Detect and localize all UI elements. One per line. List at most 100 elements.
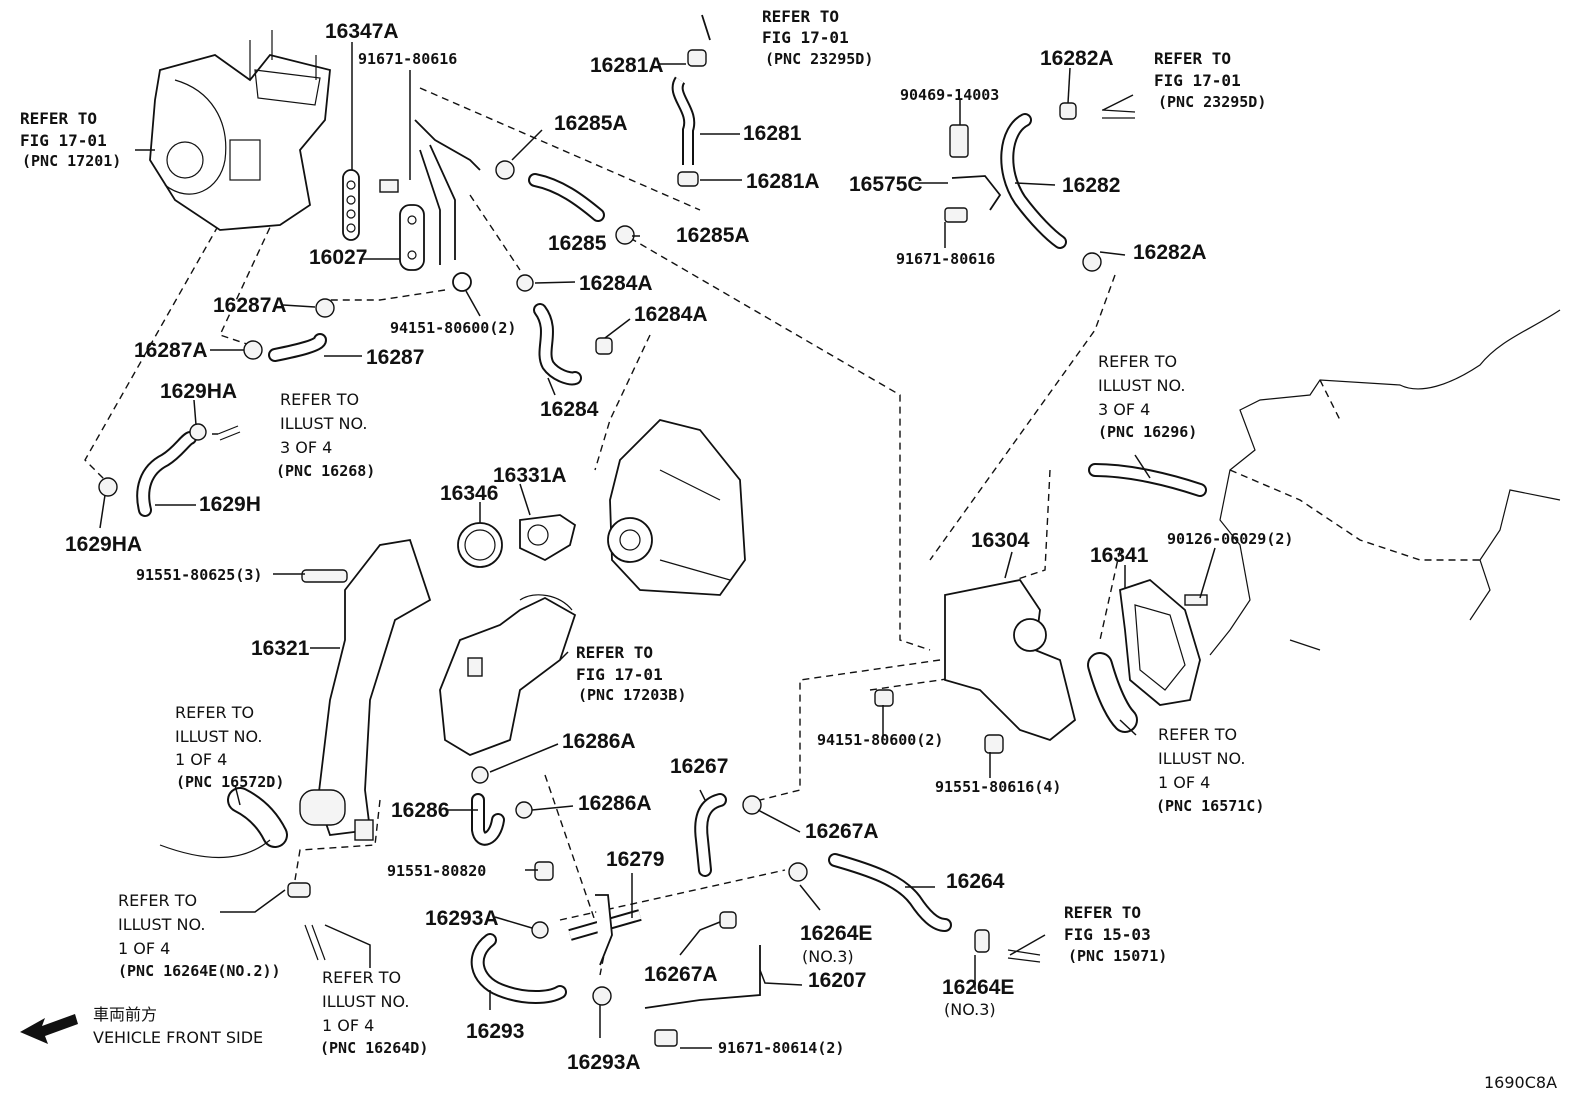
ref-illust-16296: REFER TO ILLUST NO. 3 OF 4 (PNC 16296) bbox=[1098, 352, 1197, 441]
label-16207: 16207 bbox=[808, 969, 866, 992]
label-16279: 16279 bbox=[606, 848, 664, 871]
svg-text:FIG 17-01: FIG 17-01 bbox=[576, 665, 663, 684]
svg-text:(PNC 23295D): (PNC 23295D) bbox=[765, 50, 873, 68]
label-1629H: 1629H bbox=[199, 493, 261, 516]
ref-fig-15071: REFER TO FIG 15-03 (PNC 15071) bbox=[1064, 903, 1167, 965]
label-16264: 16264 bbox=[946, 870, 1005, 893]
label-16286A-b: 16286A bbox=[578, 792, 652, 815]
part-labels: 16347A 91671-80616 16281A 16285A 16281 1… bbox=[65, 20, 1293, 1074]
label-16286A-a: 16286A bbox=[562, 730, 636, 753]
label-16331A: 16331A bbox=[493, 464, 567, 487]
svg-text:3 OF 4: 3 OF 4 bbox=[280, 438, 332, 457]
svg-text:1 OF 4: 1 OF 4 bbox=[118, 939, 170, 958]
vehicle-front-label-en: VEHICLE FRONT SIDE bbox=[93, 1028, 263, 1047]
svg-text:REFER TO: REFER TO bbox=[175, 703, 254, 722]
svg-text:(PNC 16572D): (PNC 16572D) bbox=[176, 773, 284, 791]
diagram-id: 1690C8A bbox=[1484, 1073, 1557, 1092]
label-16304: 16304 bbox=[971, 529, 1030, 552]
label-16282A-top: 16282A bbox=[1040, 47, 1114, 70]
gasket-16347A-drawing bbox=[342, 169, 360, 241]
svg-text:(PNC 23295D): (PNC 23295D) bbox=[1158, 93, 1266, 111]
svg-text:(PNC 16296): (PNC 16296) bbox=[1098, 423, 1197, 441]
vehicle-front-arrow-icon bbox=[20, 1014, 78, 1044]
svg-text:1 OF 4: 1 OF 4 bbox=[322, 1016, 374, 1035]
svg-text:REFER TO: REFER TO bbox=[1064, 903, 1141, 922]
label-16282A-bot: 16282A bbox=[1133, 241, 1207, 264]
label-1629HA-b: 1629HA bbox=[65, 533, 142, 556]
svg-text:FIG 17-01: FIG 17-01 bbox=[20, 131, 107, 150]
label-16347A: 16347A bbox=[325, 20, 399, 43]
ref-illust-16571C: REFER TO ILLUST NO. 1 OF 4 (PNC 16571C) bbox=[1156, 725, 1264, 815]
ref-illust-16268: REFER TO ILLUST NO. 3 OF 4 (PNC 16268) bbox=[276, 390, 375, 480]
label-16281A-mid: 16281A bbox=[746, 170, 820, 193]
svg-text:(PNC 17201): (PNC 17201) bbox=[22, 152, 121, 170]
label-90469-14003: 90469-14003 bbox=[900, 86, 999, 104]
water-pipe-16027-drawing bbox=[379, 119, 481, 292]
label-1629HA-a: 1629HA bbox=[160, 380, 237, 403]
engine-block-outline bbox=[1209, 309, 1561, 656]
label-16284A-a: 16284A bbox=[579, 272, 653, 295]
label-16286: 16286 bbox=[391, 799, 449, 822]
ref-fig-23295D-mid: REFER TO FIG 17-01 (PNC 23295D) bbox=[762, 7, 873, 68]
svg-text:(PNC 16264D): (PNC 16264D) bbox=[320, 1039, 428, 1057]
label-94151-80600-2-b: 94151-80600(2) bbox=[817, 731, 943, 749]
svg-text:ILLUST NO.: ILLUST NO. bbox=[322, 992, 409, 1011]
label-16285: 16285 bbox=[548, 232, 607, 255]
label-16267A-b: 16267A bbox=[644, 963, 718, 986]
svg-text:REFER TO: REFER TO bbox=[1158, 725, 1237, 744]
svg-text:REFER TO: REFER TO bbox=[1154, 49, 1231, 68]
label-16293A-b: 16293A bbox=[567, 1051, 641, 1074]
svg-text:1 OF 4: 1 OF 4 bbox=[1158, 773, 1210, 792]
label-16346: 16346 bbox=[440, 482, 498, 505]
svg-text:ILLUST NO.: ILLUST NO. bbox=[1098, 376, 1185, 395]
svg-text:REFER TO: REFER TO bbox=[576, 643, 653, 662]
label-16285A-mid: 16285A bbox=[676, 224, 750, 247]
svg-text:FIG 17-01: FIG 17-01 bbox=[1154, 71, 1241, 90]
svg-text:ILLUST NO.: ILLUST NO. bbox=[118, 915, 205, 934]
svg-text:3 OF 4: 3 OF 4 bbox=[1098, 400, 1150, 419]
label-16287: 16287 bbox=[366, 346, 424, 369]
svg-text:REFER TO: REFER TO bbox=[20, 109, 97, 128]
svg-text:(PNC 17203B): (PNC 17203B) bbox=[578, 686, 686, 704]
ref-illust-16264D: REFER TO ILLUST NO. 1 OF 4 (PNC 16264D) bbox=[320, 968, 428, 1057]
svg-text:ILLUST NO.: ILLUST NO. bbox=[280, 414, 367, 433]
ref-illust-16572D: REFER TO ILLUST NO. 1 OF 4 (PNC 16572D) bbox=[175, 703, 284, 791]
svg-text:REFER TO: REFER TO bbox=[280, 390, 359, 409]
turbocharger-housing-drawing bbox=[149, 30, 331, 231]
label-16267A-a: 16267A bbox=[805, 820, 879, 843]
label-16287A-b: 16287A bbox=[134, 339, 208, 362]
label-16341: 16341 bbox=[1090, 544, 1149, 567]
label-94151-80600-2-a: 94151-80600(2) bbox=[390, 319, 516, 337]
svg-text:REFER TO: REFER TO bbox=[762, 7, 839, 26]
part-drawings bbox=[98, 14, 1561, 1047]
label-16027: 16027 bbox=[309, 246, 367, 269]
ref-illust-16264E: REFER TO ILLUST NO. 1 OF 4 (PNC 16264E(N… bbox=[118, 891, 281, 980]
leader-lines bbox=[99, 42, 1216, 1049]
svg-text:ILLUST NO.: ILLUST NO. bbox=[175, 727, 262, 746]
svg-text:(PNC 15071): (PNC 15071) bbox=[1068, 947, 1167, 965]
label-16264E-a: 16264E bbox=[800, 922, 872, 945]
assembly-dashed-lines bbox=[84, 87, 1121, 976]
label-16285A-top: 16285A bbox=[554, 112, 628, 135]
label-16293: 16293 bbox=[466, 1020, 524, 1043]
label-16282: 16282 bbox=[1062, 174, 1120, 197]
svg-text:FIG 15-03: FIG 15-03 bbox=[1064, 925, 1151, 944]
reference-notes: REFER TO FIG 17-01 (PNC 17201) REFER TO … bbox=[20, 7, 1266, 1057]
svg-text:(PNC 16268): (PNC 16268) bbox=[276, 462, 375, 480]
label-16281A-top: 16281A bbox=[590, 54, 664, 77]
label-90126-06029-2: 90126-06029(2) bbox=[1167, 530, 1293, 548]
svg-text:REFER TO: REFER TO bbox=[118, 891, 197, 910]
label-91671-80614-2: 91671-80614(2) bbox=[718, 1039, 844, 1057]
label-91671-80616-top: 91671-80616 bbox=[358, 50, 457, 68]
svg-text:REFER TO: REFER TO bbox=[1098, 352, 1177, 371]
label-16264E-a-note: (NO.3) bbox=[802, 947, 854, 966]
label-16321: 16321 bbox=[251, 637, 310, 660]
svg-text:(PNC 16264E(NO.2)): (PNC 16264E(NO.2)) bbox=[118, 962, 281, 980]
ref-fig-23295D-right: REFER TO FIG 17-01 (PNC 23295D) bbox=[1154, 49, 1266, 111]
svg-text:1 OF 4: 1 OF 4 bbox=[175, 750, 227, 769]
label-91551-80820: 91551-80820 bbox=[387, 862, 486, 880]
svg-text:REFER TO: REFER TO bbox=[322, 968, 401, 987]
label-16264E-b-note: (NO.3) bbox=[944, 1000, 996, 1019]
label-91671-80616-right: 91671-80616 bbox=[896, 250, 995, 268]
